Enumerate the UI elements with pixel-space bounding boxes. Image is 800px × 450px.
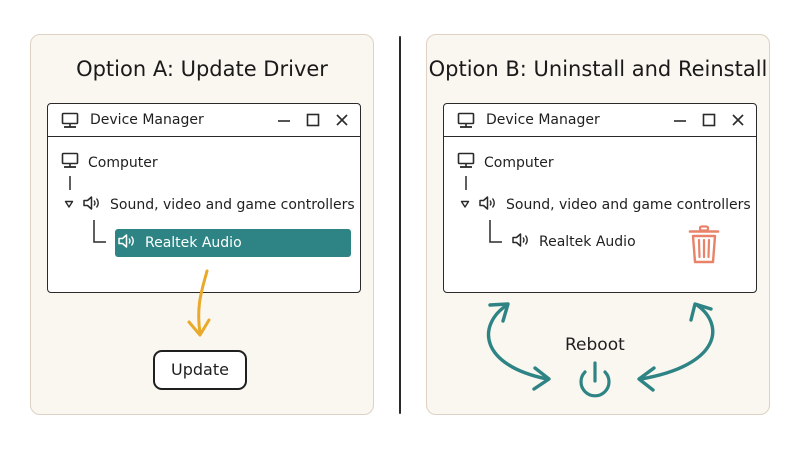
window-titlebar: Device Manager — [444, 104, 756, 137]
tree-item-label: Computer — [484, 155, 554, 171]
tree-item-label: Computer — [88, 155, 158, 171]
window-titlebar: Device Manager — [48, 104, 360, 137]
option-b-title: Option B: Uninstall and Reinstall — [428, 57, 768, 81]
option-a-title: Option A: Update Driver — [76, 57, 328, 81]
maximize-icon[interactable] — [305, 112, 321, 128]
triangle-down-icon[interactable] — [460, 197, 470, 213]
tree-item-sound-controllers[interactable]: Sound, video and game controllers — [460, 194, 751, 216]
computer-icon — [60, 152, 80, 174]
power-icon — [579, 361, 611, 398]
triangle-down-icon[interactable] — [64, 197, 74, 213]
tree-item-computer[interactable]: Computer — [60, 152, 158, 174]
minimize-icon[interactable] — [276, 112, 292, 128]
tree-item-realtek-audio-selected[interactable]: Realtek Audio — [115, 229, 351, 257]
close-icon[interactable] — [730, 112, 746, 128]
tree-connector — [69, 176, 71, 190]
window-title: Device Manager — [90, 112, 204, 128]
option-a-panel: Option A: Update Driver Device Manager C… — [30, 34, 374, 415]
update-button[interactable]: Update — [153, 350, 247, 390]
tree-connector — [93, 220, 106, 243]
minimize-icon[interactable] — [672, 112, 688, 128]
tree-item-label: Realtek Audio — [539, 234, 636, 250]
tree-connector — [465, 176, 467, 190]
speaker-icon — [82, 194, 102, 216]
speaker-icon — [511, 231, 531, 253]
computer-icon — [456, 152, 476, 174]
option-b-panel: Option B: Uninstall and Reinstall Device… — [426, 34, 770, 415]
close-icon[interactable] — [334, 112, 350, 128]
device-manager-window-a: Device Manager Computer Sound, video and… — [47, 103, 361, 293]
computer-icon — [60, 112, 80, 134]
tree-connector — [489, 220, 502, 243]
device-manager-window-b: Device Manager Computer Sound, video and… — [443, 103, 757, 293]
update-arrow — [187, 269, 211, 337]
tree-item-label: Sound, video and game controllers — [110, 197, 355, 213]
reboot-cycle-arrows — [486, 302, 715, 398]
speaker-icon — [117, 232, 137, 254]
speaker-icon — [478, 194, 498, 216]
tree-item-computer[interactable]: Computer — [456, 152, 554, 174]
window-title: Device Manager — [486, 112, 600, 128]
maximize-icon[interactable] — [701, 112, 717, 128]
divider — [399, 36, 401, 414]
tree-item-label: Realtek Audio — [145, 235, 242, 251]
trash-icon[interactable] — [687, 225, 721, 269]
tree-item-sound-controllers[interactable]: Sound, video and game controllers — [64, 194, 355, 216]
reboot-label: Reboot — [565, 335, 625, 355]
tree-item-realtek-audio[interactable]: Realtek Audio — [511, 231, 636, 253]
computer-icon — [456, 112, 476, 134]
tree-item-label: Sound, video and game controllers — [506, 197, 751, 213]
